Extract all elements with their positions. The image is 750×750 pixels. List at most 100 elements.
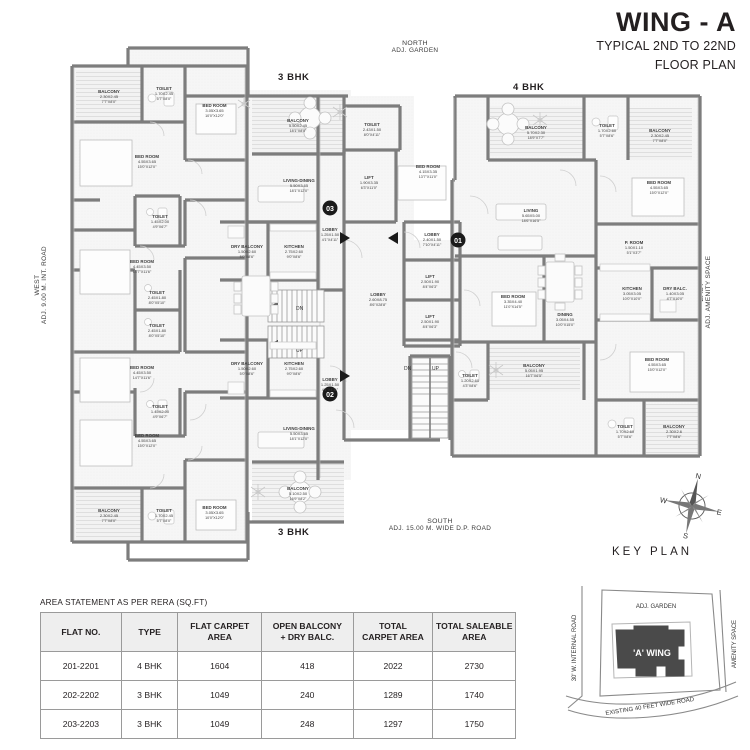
room-dim-metric: 2.40X1.50 <box>423 237 442 242</box>
key-plan-title: KEY PLAN <box>612 546 693 558</box>
room-dim-metric: 1.70X2.60 <box>598 128 617 133</box>
room-dim-feet: 5'7"X8'6" <box>600 134 615 138</box>
key-plan-right-road: AMENITY SPACE <box>732 620 738 668</box>
room-dim-metric: 5.05X1.95 <box>525 368 544 373</box>
north-label: NORTH ADJ. GARDEN <box>340 40 490 54</box>
room-dim-metric: 2.30X2.45 <box>100 513 119 518</box>
room-label: DRY BALC.1.40X3.054'7"X10'0" <box>663 286 687 301</box>
room-dim-feet: 4'3"X8'6" <box>463 384 478 388</box>
room-dim-metric: 3.05X3.65 <box>205 510 224 515</box>
room-name: BALCONY <box>98 508 120 513</box>
south-direction: SOUTH <box>427 518 453 525</box>
room-dim-feet: 5'7"X8'6" <box>618 435 633 439</box>
room-dim-metric: 2.50X1.90 <box>421 279 440 284</box>
room-name: BALCONY <box>649 128 671 133</box>
compass-west: W <box>659 495 669 505</box>
south-note: ADJ. 15.00 M. WIDE D.P. ROAD <box>388 525 492 532</box>
room-dim-feet: 7'10"X4'11" <box>423 243 442 247</box>
room-dim-metric: 4.45X3.50 <box>133 370 152 375</box>
room-dim-feet: 4'1"X4'11" <box>322 388 339 392</box>
table-cell-type: 4 BHK <box>120 651 179 681</box>
room-dim-feet: 8'4"X6'3" <box>423 325 438 329</box>
room-dim-metric: 1.45X2.00 <box>151 219 170 224</box>
compass-north: N <box>695 472 702 481</box>
room-name: BED ROOM <box>202 505 226 510</box>
room-dim-feet: 18'9"X7'7" <box>528 136 545 140</box>
room-dim-feet: 18'6"X16'5" <box>522 219 541 223</box>
room-dim-feet: 10'0"X12'0" <box>205 114 224 118</box>
room-dim-feet: 15'0"X12'0" <box>650 191 669 195</box>
room-dim-metric: 5.50X3.65 <box>290 431 309 436</box>
room-name: TOILET <box>156 508 172 513</box>
room-dim-feet: 7'7"X8'0" <box>102 519 117 523</box>
room-name: LIFT <box>364 175 374 180</box>
room-name: LOBBY <box>370 292 385 297</box>
room-name: TOILET <box>152 404 168 409</box>
room-dim-metric: 2.75X2.60 <box>285 366 304 371</box>
room-dim-metric: 2.60X8.75 <box>369 297 388 302</box>
room-dim-metric: 2.45X1.80 <box>148 328 167 333</box>
key-plan-diagram: 'A' WING ADJ. GARDEN 30' W. INTERNAL ROA… <box>565 586 739 719</box>
room-dim-metric: 1.70X2.45 <box>155 91 174 96</box>
room-name: KITCHEN <box>284 244 304 249</box>
room-dim-feet: 15'0"X12'0" <box>138 444 157 448</box>
room-name: DINING <box>557 312 573 317</box>
table-cell-total-saleable-area: 2730 <box>432 651 516 681</box>
room-name: LOBBY <box>322 377 337 382</box>
page-title: WING - A <box>616 7 736 37</box>
room-dim-metric: 5.50X3.65 <box>290 183 309 188</box>
room-dim-feet: 9'0"X8'6" <box>287 372 302 376</box>
unit-label-top-right: 4 BHK <box>513 82 545 93</box>
room-dim-metric: 4.55X3.65 <box>138 438 157 443</box>
room-name: BALCONY <box>287 486 309 491</box>
room-name: TOILET <box>364 122 380 127</box>
table-cell-total-carpet-area: 1289 <box>352 680 434 710</box>
room-dim-metric: 4.15X3.35 <box>419 169 438 174</box>
room-dim-metric: 5.65X5.00 <box>522 213 541 218</box>
unit-marker-group: 01 02 03 <box>322 200 466 402</box>
room-dim-feet: 7'7"X8'0" <box>653 139 668 143</box>
room-dim-feet: 10'0"X12'0" <box>205 516 224 520</box>
key-plan-top-road: ADJ. GARDEN <box>636 604 676 610</box>
table-cell-total-carpet-area: 1297 <box>352 709 434 739</box>
area-statement-caption: AREA STATEMENT AS PER RERA (SQ.FT) <box>40 598 208 607</box>
room-name: BED ROOM <box>647 180 671 185</box>
room-name: LIFT <box>425 314 435 319</box>
table-cell-flat-no: 201-2201 <box>40 651 122 681</box>
title-block: WING - A TYPICAL 2ND TO 22ND FLOOR PLAN <box>596 8 736 74</box>
table-cell-flat-carpet-area: 1049 <box>177 680 263 710</box>
room-dim-feet: 5'7"X8'0" <box>157 97 172 101</box>
room-name: BALCONY <box>523 363 545 368</box>
page-subtitle-line2: FLOOR PLAN <box>654 57 736 72</box>
svg-text:03: 03 <box>326 206 334 213</box>
room-dim-metric: 3.35X4.40 <box>504 299 523 304</box>
room-dim-metric: 2.30X2.45 <box>651 133 670 138</box>
room-dim-feet: 5'1"X3'7" <box>627 251 642 255</box>
room-dim-feet: 4'9"X6'7" <box>153 225 168 229</box>
table-cell-type: 3 BHK <box>120 709 179 739</box>
room-name: LIFT <box>425 274 435 279</box>
room-dim-feet: 18'1"X12'0" <box>290 437 309 441</box>
room-name: TOILET <box>149 290 165 295</box>
room-dim-feet: 15'0"X12'0" <box>138 165 157 169</box>
room-dim-metric: 2.45X1.80 <box>148 295 167 300</box>
room-dim-feet: 4'1"X4'11" <box>322 238 339 242</box>
